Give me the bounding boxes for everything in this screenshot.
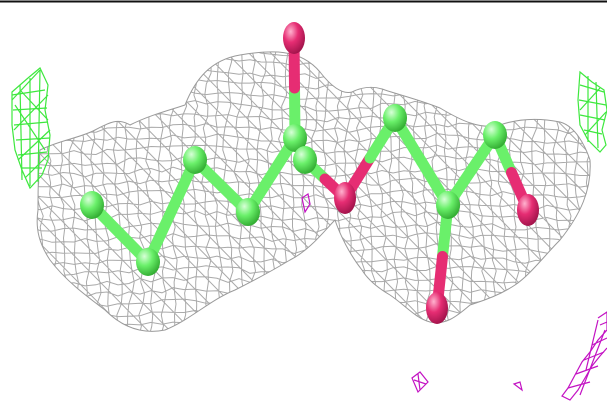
carbon-atom-c4: [236, 198, 260, 226]
positive-difference-density-right: [577, 70, 607, 153]
negative-difference-density: [301, 193, 607, 401]
oxygen-atom-o2: [334, 182, 356, 214]
carbon-atom-c3: [183, 146, 207, 174]
positive-difference-density-left: [11, 67, 51, 190]
oxygen-atom-o3: [426, 292, 448, 324]
oxygen-atom-o4: [517, 194, 539, 226]
carbon-atom-c8: [436, 191, 460, 219]
carbon-atom-c6: [293, 146, 317, 174]
ligand-atoms: [80, 22, 539, 324]
carbon-atom-c1: [80, 191, 104, 219]
density-mesh-outline: [36, 51, 591, 332]
oxygen-atom-o1: [283, 22, 305, 54]
carbon-atom-c5: [283, 124, 307, 152]
carbon-atom-c9: [483, 121, 507, 149]
carbon-atom-c2: [136, 248, 160, 276]
carbon-atom-c7: [383, 104, 407, 132]
